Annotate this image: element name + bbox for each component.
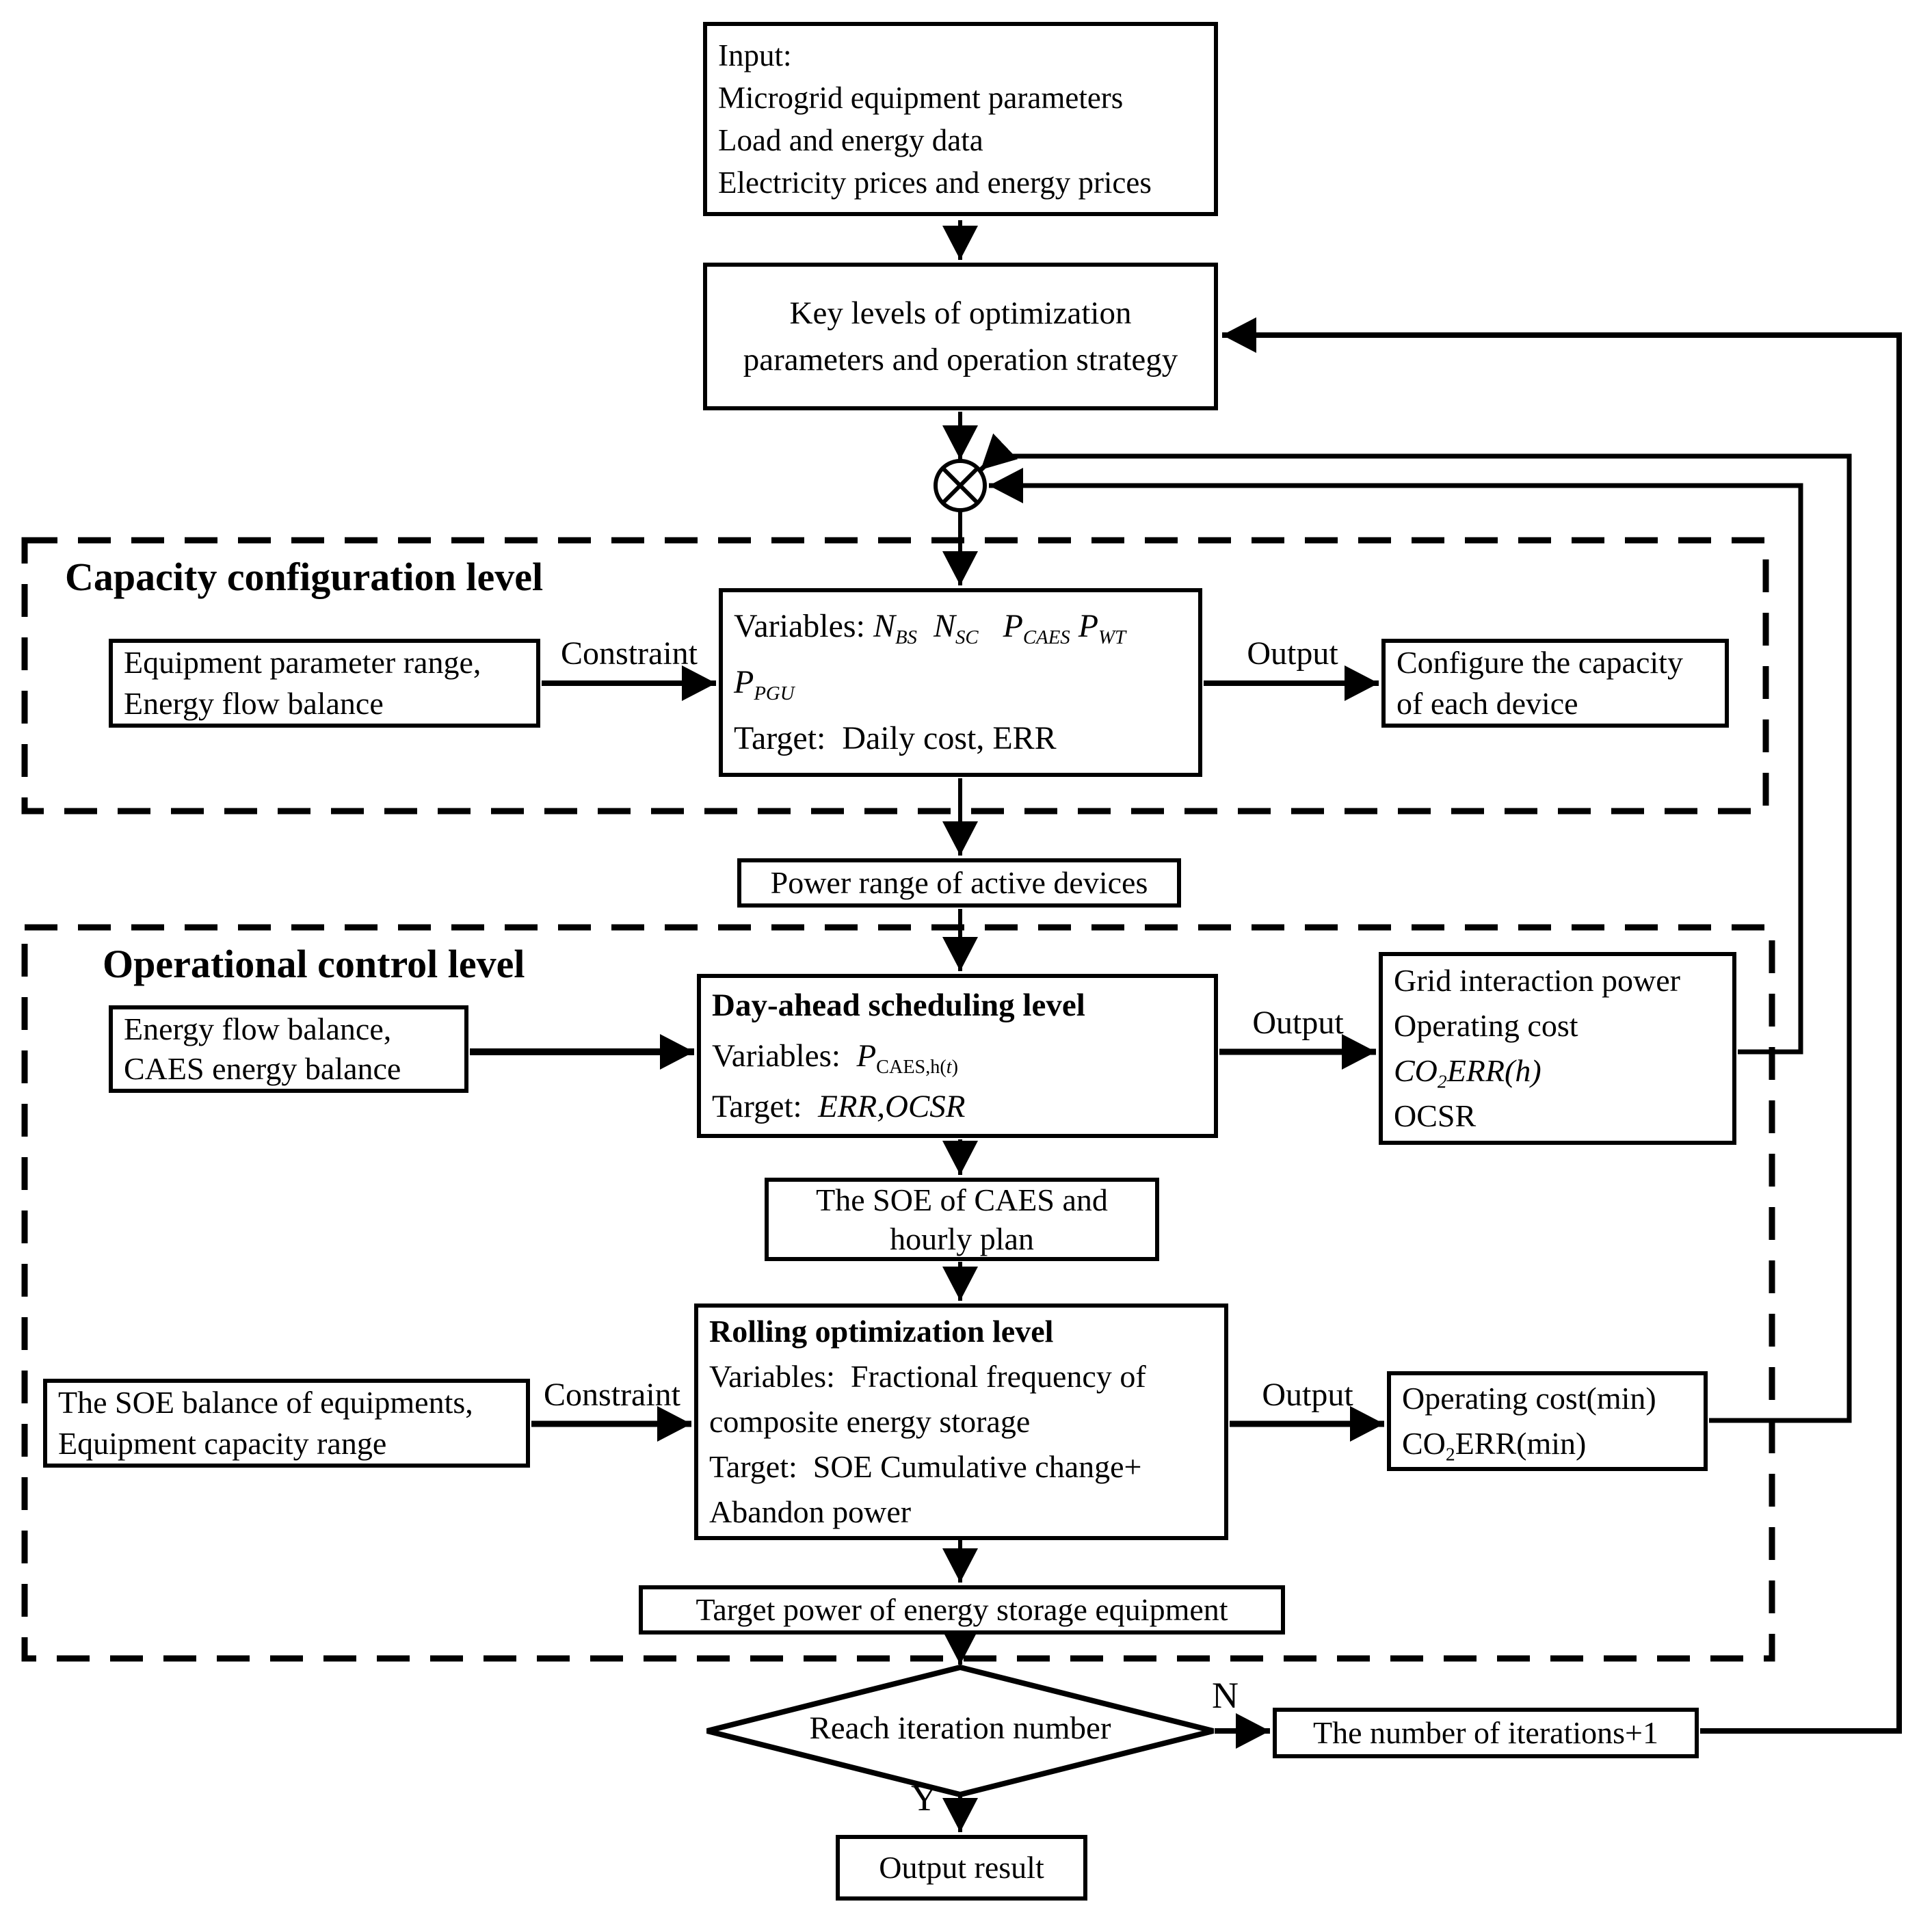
constraint-label-capacity: Constraint: [561, 635, 698, 672]
capacity-level-title: Capacity configuration level: [65, 555, 544, 599]
output-result-box: Output result: [836, 1835, 1087, 1901]
input-box: Input: Microgrid equipment parameters Lo…: [703, 22, 1218, 216]
capacity-constraint-box: Equipment parameter range, Energy flow b…: [109, 639, 540, 728]
feedback-iterations-to-key-levels: [1222, 317, 1902, 1734]
feedback-min-output-to-junction: [979, 433, 1852, 1423]
output-label-rolling: Output: [1262, 1377, 1353, 1413]
soe-caes-box: The SOE of CAES and hourly plan: [765, 1178, 1159, 1261]
decision-yes-label: Y: [911, 1777, 938, 1818]
rolling-optimization-box: Rolling optimization level Variables: Fr…: [694, 1304, 1228, 1540]
decision-diamond: [706, 1664, 1214, 1798]
key-levels-box: Key levels of optimization parameters an…: [703, 263, 1218, 410]
grid-output-box: Grid interaction power Operating cost CO…: [1379, 952, 1736, 1145]
iterations-box: The number of iterations+1: [1273, 1708, 1699, 1758]
operational-level-title: Operational control level: [103, 942, 525, 986]
configure-capacity-box: Configure the capacity of each device: [1381, 639, 1729, 728]
day-ahead-box: Day-ahead scheduling level Variables: PC…: [697, 974, 1218, 1138]
junction-cross-line-2: [941, 466, 979, 505]
output-label-day-ahead: Output: [1252, 1005, 1344, 1041]
target-power-box: Target power of energy storage equipment: [639, 1585, 1285, 1635]
capacity-level-dashed-frame: [21, 537, 1769, 815]
capacity-optimize-box: Variables: NBS NSC PCAES PWT PPGU Target…: [719, 588, 1202, 777]
soe-balance-box: The SOE balance of equipments, Equipment…: [43, 1379, 530, 1468]
constraint-label-rolling: Constraint: [544, 1377, 680, 1413]
feedback-grid-output-to-junction: [989, 468, 1803, 1055]
energy-balance-box: Energy flow balance, CAES energy balance: [109, 1005, 468, 1093]
decision-no-label: N: [1212, 1675, 1239, 1716]
min-output-box: Operating cost(min) CO2ERR(min): [1387, 1371, 1708, 1471]
output-label-capacity: Output: [1247, 635, 1338, 672]
power-range-box: Power range of active devices: [737, 858, 1181, 908]
decision-label: Reach iteration number: [809, 1710, 1111, 1746]
operational-level-dashed-frame: [21, 924, 1775, 1662]
